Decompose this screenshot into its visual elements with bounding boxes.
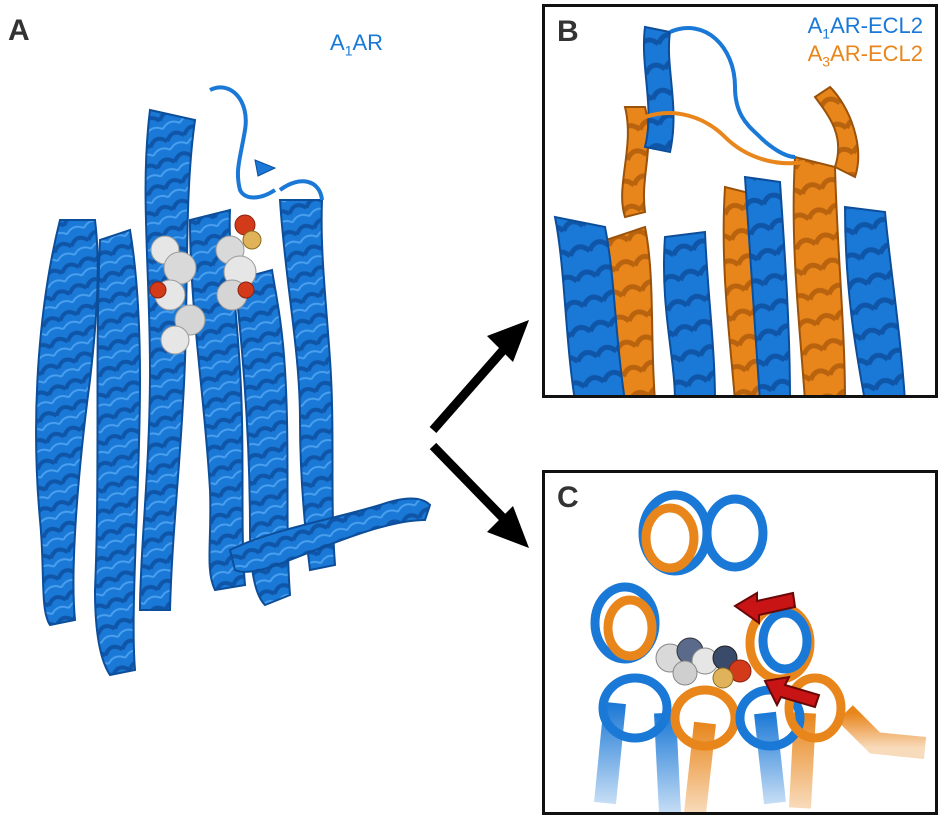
transmembrane-helices bbox=[35, 108, 337, 677]
legend-a1-main: A bbox=[807, 13, 823, 38]
panel-c-letter: C bbox=[557, 481, 579, 514]
a1ar-ecl2-ribbon bbox=[553, 25, 906, 395]
ecl2-overlay-structure bbox=[553, 25, 906, 395]
a1ar-ribbon-structure bbox=[35, 85, 432, 677]
arrow-to-panel-c bbox=[429, 442, 529, 548]
beta-strand-arrow bbox=[254, 159, 277, 177]
panel-a-title-main: A bbox=[330, 30, 345, 55]
helix-tails bbox=[594, 701, 927, 812]
legend-a1ar-ecl2: A1AR-ECL2 bbox=[808, 13, 923, 41]
ecl2-loop-orange bbox=[644, 111, 806, 166]
legend-a3-main: A bbox=[807, 41, 823, 67]
red-arrow-upper bbox=[733, 591, 797, 625]
panel-a-title: A1AR bbox=[330, 30, 383, 58]
legend-a1-sub: 1 bbox=[822, 25, 831, 42]
ecl2-loop bbox=[209, 85, 277, 200]
ecl2-loop-blue bbox=[669, 26, 796, 159]
panel-connector-arrows bbox=[429, 320, 529, 548]
legend-a3-sub: 3 bbox=[822, 53, 831, 70]
panel-c-frame: C bbox=[542, 470, 938, 815]
panel-a-letter: A bbox=[8, 14, 30, 47]
top-view-overlay-structure bbox=[590, 490, 927, 812]
legend-a1-tail: AR-ECL2 bbox=[830, 13, 923, 38]
ligand-spheres-top-view bbox=[655, 637, 752, 689]
ligand-spheres bbox=[149, 214, 262, 355]
panel-b-letter: B bbox=[557, 15, 579, 48]
panel-a-title-tail: AR bbox=[352, 30, 384, 55]
panel-b-legend: A1AR-ECL2 A3AR-ECL2 bbox=[808, 13, 923, 70]
ecl1-loop bbox=[278, 179, 324, 201]
legend-a3ar-ecl2: A3AR-ECL2 bbox=[808, 41, 923, 69]
arrow-to-panel-b bbox=[429, 320, 529, 433]
panel-a-title-sub: 1 bbox=[344, 42, 353, 59]
red-arrow-lower bbox=[763, 675, 821, 709]
legend-a3-tail: AR-ECL2 bbox=[830, 41, 923, 67]
helix-8 bbox=[228, 497, 432, 573]
helix-rings bbox=[590, 490, 846, 751]
panel-b-frame: B A1AR-ECL2 A3AR-ECL2 bbox=[542, 4, 938, 398]
